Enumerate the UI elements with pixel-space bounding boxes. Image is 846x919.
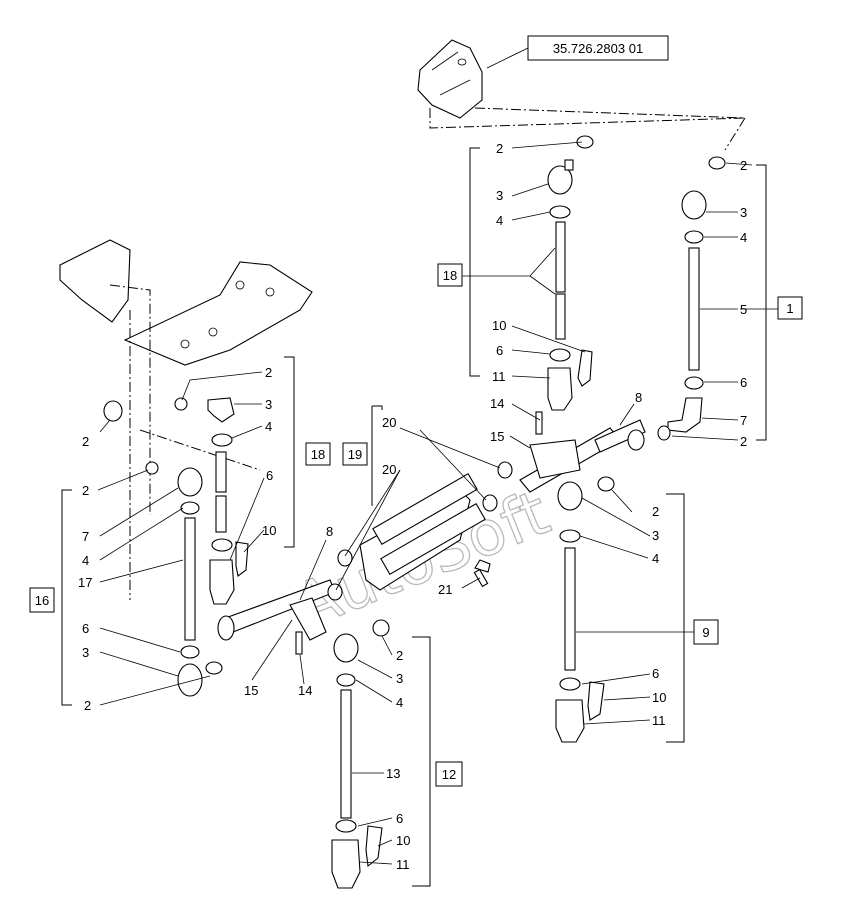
callout-bottom-rod-13: 13 bbox=[386, 766, 400, 781]
callout-top-center-10: 10 bbox=[492, 318, 506, 333]
group-box-18-top bbox=[437, 263, 463, 287]
callout-bottom-rod-6: 6 bbox=[396, 811, 403, 826]
callout-top-right-6: 6 bbox=[740, 375, 747, 390]
group-box-1 bbox=[777, 296, 803, 320]
callout-linkage-20-lower: 20 bbox=[382, 462, 396, 477]
callout-middle-left-2: 2 bbox=[265, 365, 272, 380]
group-box-12 bbox=[435, 761, 463, 787]
callout-top-right-2b: 2 bbox=[740, 434, 747, 449]
callout-right-rod-10: 10 bbox=[652, 690, 666, 705]
callout-far-left-3: 3 bbox=[82, 645, 89, 660]
callout-far-left-7: 7 bbox=[82, 529, 89, 544]
group-label-19: 19 bbox=[348, 447, 362, 462]
callout-right-rod-11: 11 bbox=[652, 713, 666, 728]
callout-linkage-20-top: 20 bbox=[382, 415, 396, 430]
callout-far-left-17: 17 bbox=[78, 575, 92, 590]
callout-far-left-4: 4 bbox=[82, 553, 89, 568]
callout-linkage-14-bottom: 14 bbox=[298, 683, 312, 698]
callout-top-center-11: 11 bbox=[492, 369, 506, 384]
group-box-16 bbox=[29, 587, 55, 613]
callout-top-right-7: 7 bbox=[740, 413, 747, 428]
callout-linkage-8-left: 8 bbox=[326, 524, 333, 539]
callout-top-center-4: 4 bbox=[496, 213, 503, 228]
left-bracket bbox=[59, 239, 313, 600]
far-left-rod-assembly bbox=[103, 400, 223, 697]
group-label-18-top: 18 bbox=[443, 268, 457, 283]
callout-linkage-15-top: 15 bbox=[490, 429, 504, 444]
callout-right-rod-3: 3 bbox=[652, 528, 659, 543]
group-box-9 bbox=[693, 619, 719, 645]
middle-left-rod-assembly bbox=[174, 397, 249, 605]
group-label-16: 16 bbox=[35, 593, 49, 608]
callout-bottom-rod-4: 4 bbox=[396, 695, 403, 710]
callout-bottom-rod-10: 10 bbox=[396, 833, 410, 848]
callout-top-right-2: 2 bbox=[740, 158, 747, 173]
callout-top-right-3: 3 bbox=[740, 205, 747, 220]
central-linkage bbox=[217, 411, 646, 655]
callout-middle-left-4: 4 bbox=[265, 419, 272, 434]
callout-linkage-21: 21 bbox=[438, 582, 452, 597]
callout-top-right-4: 4 bbox=[740, 230, 747, 245]
group-label-1: 1 bbox=[786, 301, 793, 316]
top-bracket bbox=[417, 39, 746, 151]
leader-lines bbox=[97, 141, 778, 865]
reference-number: 35.726.2803 01 bbox=[553, 41, 643, 56]
callout-linkage-8-right: 8 bbox=[635, 390, 642, 405]
callout-bottom-rod-3: 3 bbox=[396, 671, 403, 686]
top-right-rod-assembly bbox=[657, 156, 726, 441]
callout-top-center-3: 3 bbox=[496, 188, 503, 203]
group-box-18-middle bbox=[305, 442, 331, 466]
group-label-18-middle: 18 bbox=[311, 447, 325, 462]
callout-right-rod-2: 2 bbox=[652, 504, 659, 519]
callout-middle-left-10: 10 bbox=[262, 523, 276, 538]
callout-far-left-2b: 2 bbox=[82, 483, 89, 498]
right-rod-assembly bbox=[555, 476, 615, 743]
callout-linkage-15-bottom: 15 bbox=[244, 683, 258, 698]
callout-far-left-2a: 2 bbox=[82, 434, 89, 449]
callout-bottom-rod-2: 2 bbox=[396, 648, 403, 663]
group-box-19 bbox=[342, 442, 368, 466]
group-brackets bbox=[61, 147, 767, 887]
callout-top-center-6: 6 bbox=[496, 343, 503, 358]
callout-middle-left-6: 6 bbox=[266, 468, 273, 483]
bottom-rod-assembly bbox=[331, 619, 390, 889]
callout-linkage-14-top: 14 bbox=[490, 396, 504, 411]
group-label-12: 12 bbox=[442, 767, 456, 782]
callout-middle-left-3: 3 bbox=[265, 397, 272, 412]
top-center-rod-assembly bbox=[547, 135, 594, 411]
callout-right-rod-6: 6 bbox=[652, 666, 659, 681]
callout-far-left-2c: 2 bbox=[84, 698, 91, 713]
callout-top-right-5: 5 bbox=[740, 302, 747, 317]
callout-top-center-2: 2 bbox=[496, 141, 503, 156]
callout-right-rod-4: 4 bbox=[652, 551, 659, 566]
group-label-9: 9 bbox=[702, 625, 709, 640]
callout-far-left-6: 6 bbox=[82, 621, 89, 636]
reference-box bbox=[527, 35, 669, 61]
callout-bottom-rod-11: 11 bbox=[396, 857, 410, 872]
